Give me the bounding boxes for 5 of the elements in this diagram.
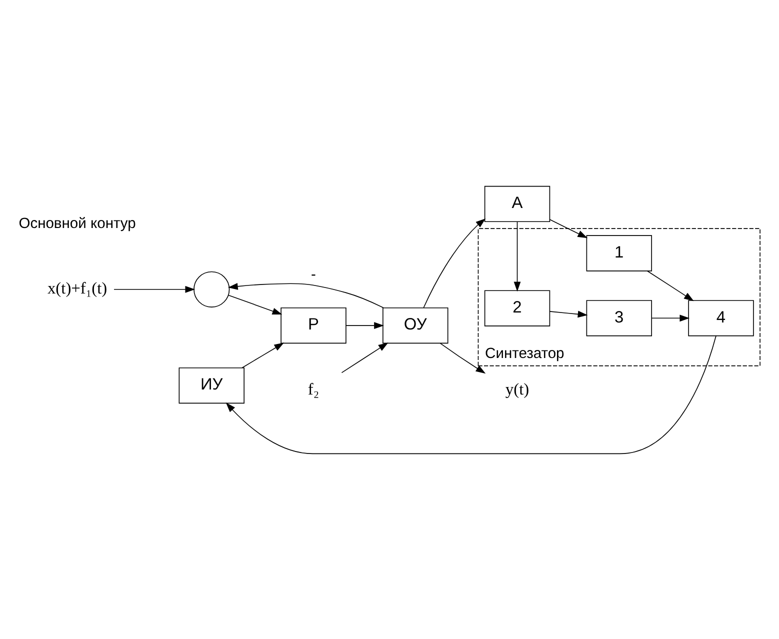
label: Основной контур [18, 216, 136, 232]
edge-label: - [311, 266, 316, 283]
node-text: f₂ [308, 379, 320, 398]
node-text: y(t) [505, 379, 530, 398]
node-text: x(t)+f₁(t) [47, 278, 108, 298]
